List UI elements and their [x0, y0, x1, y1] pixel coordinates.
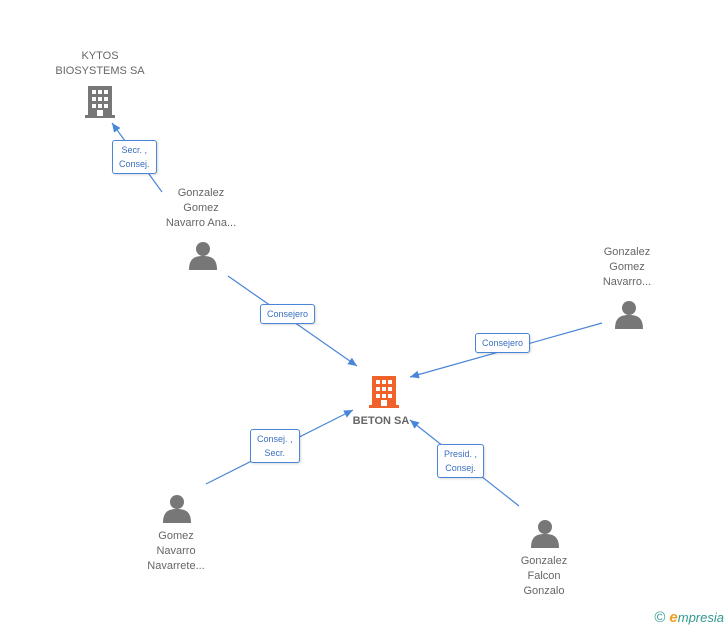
- edge-label-secr-consej: Secr. , Consej.: [112, 140, 157, 174]
- edge-label-consejero: Consejero: [260, 304, 316, 324]
- node-label-gonzalez-ana[interactable]: Gonzalez Gomez Navarro Ana...: [165, 187, 237, 229]
- node-label-gonzalez-falcon[interactable]: Gonzalez Falcon Gonzalo: [520, 555, 568, 597]
- node-label-gomez-navarrete[interactable]: Gomez Navarro Navarrete...: [147, 530, 205, 572]
- node-label-kytos[interactable]: KYTOS BIOSYSTEMS SA: [55, 50, 145, 77]
- brand-initial: e: [669, 609, 678, 626]
- edge-label-presid-consej: Presid. , Consej.: [437, 444, 485, 478]
- building-icon: [85, 86, 115, 118]
- person-icon: [163, 495, 191, 523]
- person-icon: [615, 301, 643, 329]
- brand-name: mpresia: [677, 610, 724, 625]
- node-label-gonzalez-navarro[interactable]: Gonzalez Gomez Navarro...: [602, 246, 652, 288]
- edge-label-consejero: Consejero: [475, 333, 531, 353]
- edge-label-consej-secr: Consej. , Secr.: [250, 429, 300, 463]
- person-icon: [531, 520, 559, 548]
- node-label-beton[interactable]: BETON SA: [352, 415, 410, 427]
- person-icon: [189, 242, 217, 270]
- main-building-icon: [369, 376, 399, 408]
- copyright-symbol: ©: [654, 609, 666, 626]
